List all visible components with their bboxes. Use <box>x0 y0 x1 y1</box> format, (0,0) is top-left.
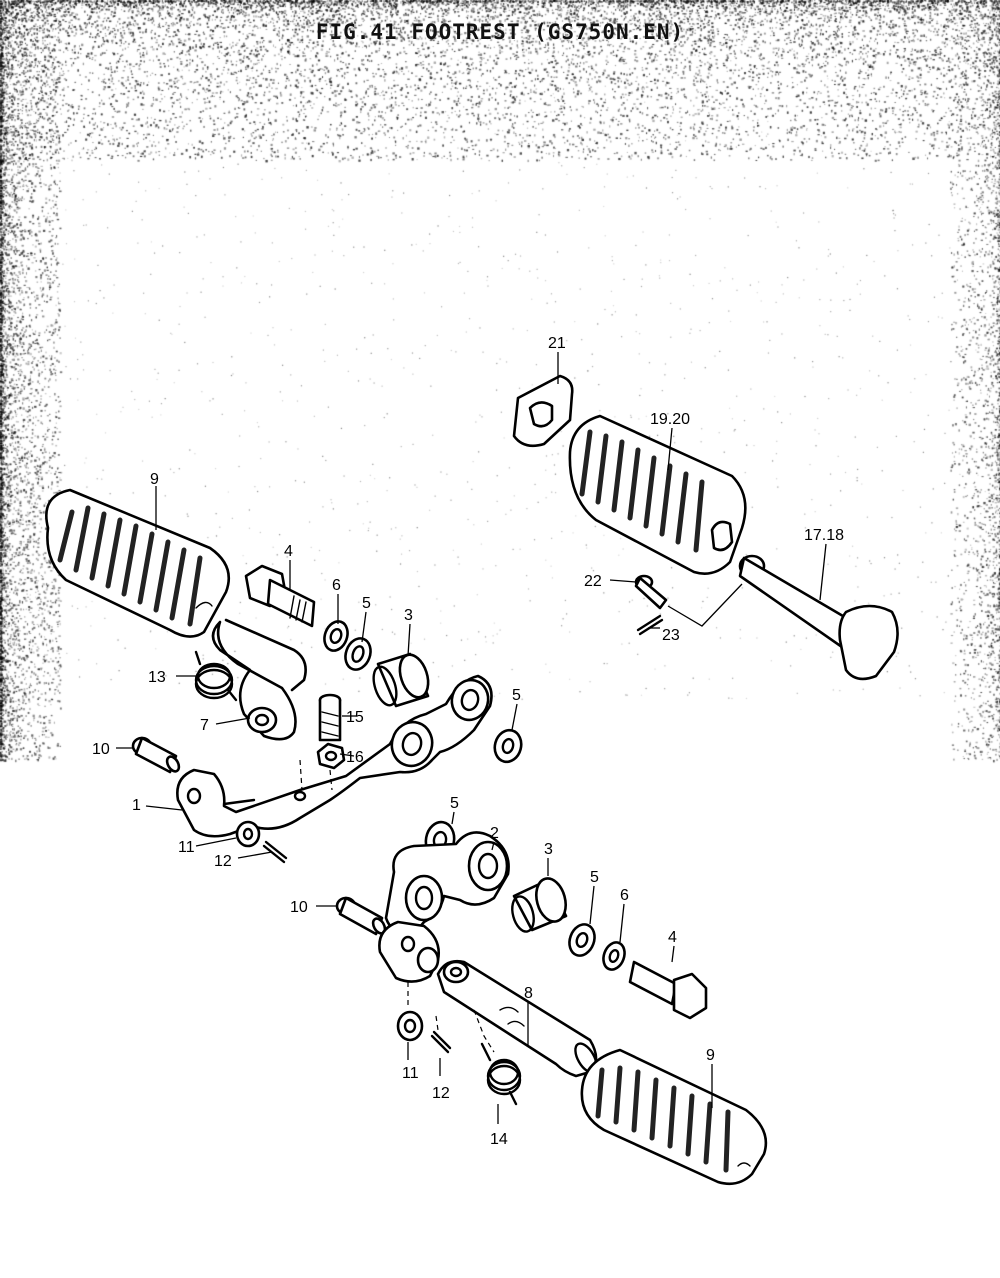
callout-10-upper: 10 <box>92 741 110 758</box>
callout-9-lower: 9 <box>706 1047 715 1064</box>
clevis-lower <box>378 920 440 983</box>
assembly-line-rear <box>667 583 743 627</box>
callout-16: 16 <box>346 749 364 766</box>
part-5-washer-upper-b <box>493 728 523 764</box>
part-15-bolt <box>318 693 342 742</box>
callout-21: 21 <box>548 335 566 352</box>
part-6-lockwasher-lower <box>602 941 626 971</box>
callout-6-lower: 6 <box>620 887 629 904</box>
part-9-rubber-lower <box>580 1048 768 1186</box>
part-22-pin <box>634 574 668 610</box>
callout-4-upper: 4 <box>284 543 293 560</box>
part-23-cotter-pin <box>636 614 664 636</box>
part-17-18-footrest-bar-rear <box>738 554 899 681</box>
callout-11-lower: 11 <box>402 1065 419 1082</box>
callout-17-18: 17.18 <box>804 527 844 544</box>
callout-12-upper: 12 <box>214 853 232 870</box>
part-11-washer-upper <box>235 820 261 848</box>
callout-1: 1 <box>132 797 141 814</box>
part-16-nut <box>316 742 346 770</box>
callout-5-lower-a: 5 <box>450 795 459 812</box>
part-12-cotter-pin-upper <box>262 840 288 864</box>
callout-3-lower: 3 <box>544 841 553 858</box>
part-12-cotter-pin-lower <box>430 1030 452 1054</box>
assembly-line-upper-a <box>299 759 303 791</box>
part-10-pin-upper <box>131 736 181 774</box>
callout-10-lower: 10 <box>290 899 308 916</box>
callout-labels: 9 4 6 5 3 13 7 15 16 5 10 1 11 12 21 19.… <box>92 335 844 1148</box>
callout-14: 14 <box>490 1131 508 1148</box>
callout-5-upper-a: 5 <box>362 595 371 612</box>
leader-lines <box>116 352 827 1124</box>
part-4-bolt-upper <box>244 564 316 628</box>
callout-9-upper: 9 <box>150 471 159 488</box>
callout-7: 7 <box>200 717 209 734</box>
callout-19-20: 19.20 <box>650 411 690 428</box>
callout-5-lower-b: 5 <box>590 869 599 886</box>
callout-15: 15 <box>346 709 364 726</box>
assembly-line-lower-b <box>473 1009 495 1053</box>
part-11-washer-lower <box>396 1010 424 1042</box>
part-4-bolt-lower <box>628 960 708 1020</box>
callout-6-upper: 6 <box>332 577 341 594</box>
part-3-bushing-upper <box>372 652 430 708</box>
part-14-spring <box>480 1042 522 1106</box>
part-8-footrest-bar-lower <box>436 959 598 1078</box>
part-3-bushing-lower <box>511 877 568 933</box>
assembly-line-lower-c <box>435 1015 439 1031</box>
callout-3-upper: 3 <box>404 607 413 624</box>
callout-12-lower: 12 <box>432 1085 450 1102</box>
part-19-20-rubber-rear <box>568 414 747 575</box>
callout-8: 8 <box>524 985 533 1002</box>
assembly-line-upper-b <box>329 769 333 791</box>
part-5-washer-lower-b <box>568 923 596 957</box>
callout-23: 23 <box>662 627 680 644</box>
callout-22: 22 <box>584 573 602 590</box>
part-10-pin-lower <box>335 896 387 936</box>
part-21-plate <box>512 374 574 448</box>
callout-2: 2 <box>490 825 499 842</box>
part-1-footrest-bar <box>176 674 493 838</box>
part-7-bracket <box>211 618 307 741</box>
callout-4-lower: 4 <box>668 929 677 946</box>
callout-11-upper: 11 <box>178 839 195 856</box>
part-6-lockwasher-upper <box>323 620 349 652</box>
part-9-rubber-left <box>45 488 231 638</box>
callout-13: 13 <box>148 669 166 686</box>
part-2-link <box>384 831 510 936</box>
diagram-title: FIG.41 FOOTREST (GS750N.EN) <box>315 20 685 44</box>
callout-5-upper-b: 5 <box>512 687 521 704</box>
part-5-washer-upper-a <box>344 637 372 671</box>
